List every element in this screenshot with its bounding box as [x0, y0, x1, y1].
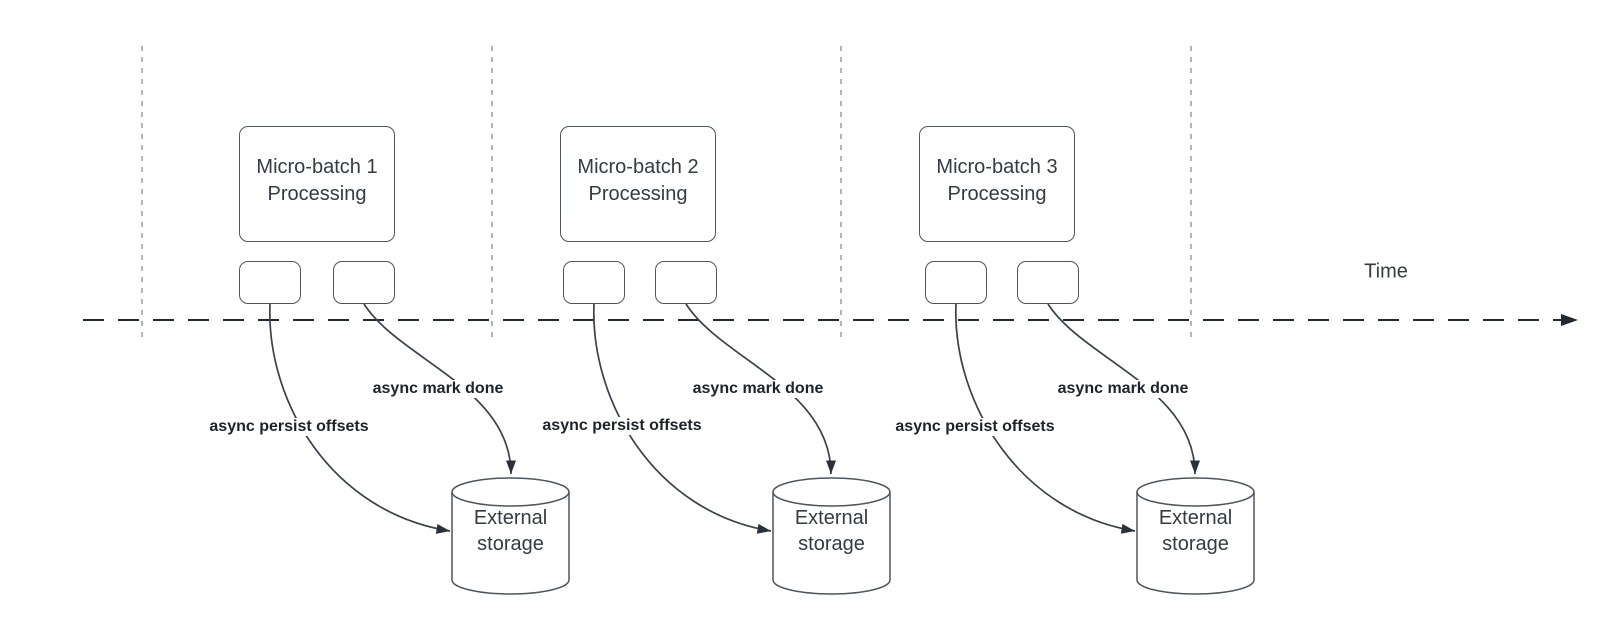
cylinder-rim	[1136, 491, 1255, 507]
cylinder-body	[772, 477, 891, 595]
external-storage-label-1: External storage	[473, 507, 548, 555]
async-persist-offsets-label-3: async persist offsets	[892, 418, 1058, 436]
cylinder-body	[1136, 477, 1255, 595]
external-storage-label-2: External storage	[794, 507, 869, 555]
micro-batch-2-offset-task-box	[563, 261, 625, 304]
micro-batch-2-label: Micro-batch 2 Processing	[577, 156, 699, 205]
micro-batch-3-offset-task-box	[925, 261, 987, 304]
async-mark-done-arrow-2	[685, 303, 836, 475]
micro-batch-1-label: Micro-batch 1 Processing	[256, 156, 378, 205]
async-persist-offsets-arrow-2	[593, 303, 772, 534]
micro-batch-3-done-task-box	[1017, 261, 1079, 304]
async-mark-done-label-3: async mark done	[1054, 380, 1192, 398]
micro-batch-1-offset-task-box	[239, 261, 301, 304]
cylinder-rim	[772, 491, 891, 507]
time-axis-label: Time	[1364, 260, 1408, 283]
micro-batch-1-done-task-box	[333, 261, 395, 304]
micro-batch-3-box: Micro-batch 3 Processing	[919, 126, 1075, 242]
async-mark-done-label-2: async mark done	[689, 380, 827, 398]
external-storage-label-3: External storage	[1158, 507, 1233, 555]
async-mark-done-label-1: async mark done	[369, 380, 507, 398]
micro-batch-1-box: Micro-batch 1 Processing	[239, 126, 395, 242]
async-persist-offsets-label-1: async persist offsets	[206, 418, 372, 436]
external-storage-cylinder-2	[772, 477, 891, 595]
async-persist-offsets-arrow-3	[955, 303, 1136, 534]
micro-batch-2-done-task-box	[655, 261, 717, 304]
micro-batch-3-label: Micro-batch 3 Processing	[936, 156, 1058, 205]
cylinder-body	[451, 477, 570, 595]
async-persist-offsets-arrow-1	[269, 303, 451, 534]
external-storage-cylinder-3	[1136, 477, 1255, 595]
async-mark-done-arrow-1	[363, 303, 516, 475]
async-persist-offsets-label-2: async persist offsets	[539, 417, 705, 435]
external-storage-cylinder-1	[451, 477, 570, 595]
cylinder-rim	[451, 491, 570, 507]
micro-batch-2-box: Micro-batch 2 Processing	[560, 126, 716, 242]
async-mark-done-arrow-3	[1047, 303, 1200, 475]
